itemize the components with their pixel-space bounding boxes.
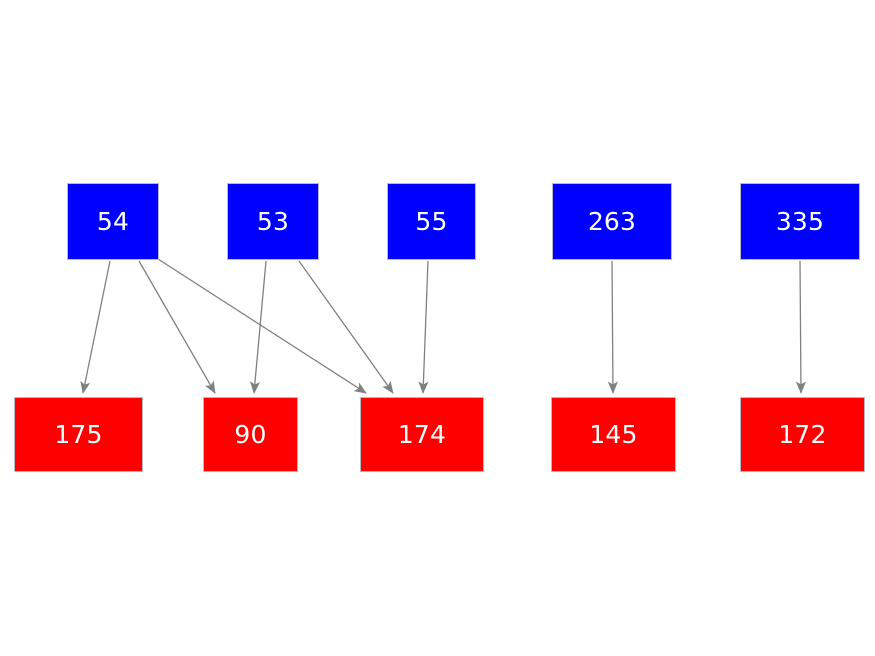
node-55[interactable]: 55 — [387, 183, 476, 260]
node-90[interactable]: 90 — [203, 397, 298, 472]
node-54[interactable]: 54 — [67, 183, 159, 260]
node-label: 174 — [397, 420, 447, 449]
node-175[interactable]: 175 — [14, 397, 143, 472]
node-label: 90 — [234, 420, 267, 449]
node-label: 172 — [778, 420, 827, 449]
node-53[interactable]: 53 — [227, 183, 319, 260]
node-263[interactable]: 263 — [552, 183, 672, 260]
node-label: 53 — [256, 207, 290, 236]
node-174[interactable]: 174 — [360, 397, 484, 472]
node-label: 263 — [587, 207, 637, 236]
node-label: 55 — [415, 207, 448, 236]
node-label: 145 — [589, 420, 638, 449]
node-label: 54 — [96, 207, 130, 236]
node-145[interactable]: 145 — [551, 397, 676, 472]
node-label: 175 — [54, 420, 103, 449]
node-label: 335 — [775, 207, 825, 236]
node-335[interactable]: 335 — [740, 183, 860, 260]
node-172[interactable]: 172 — [740, 397, 865, 472]
